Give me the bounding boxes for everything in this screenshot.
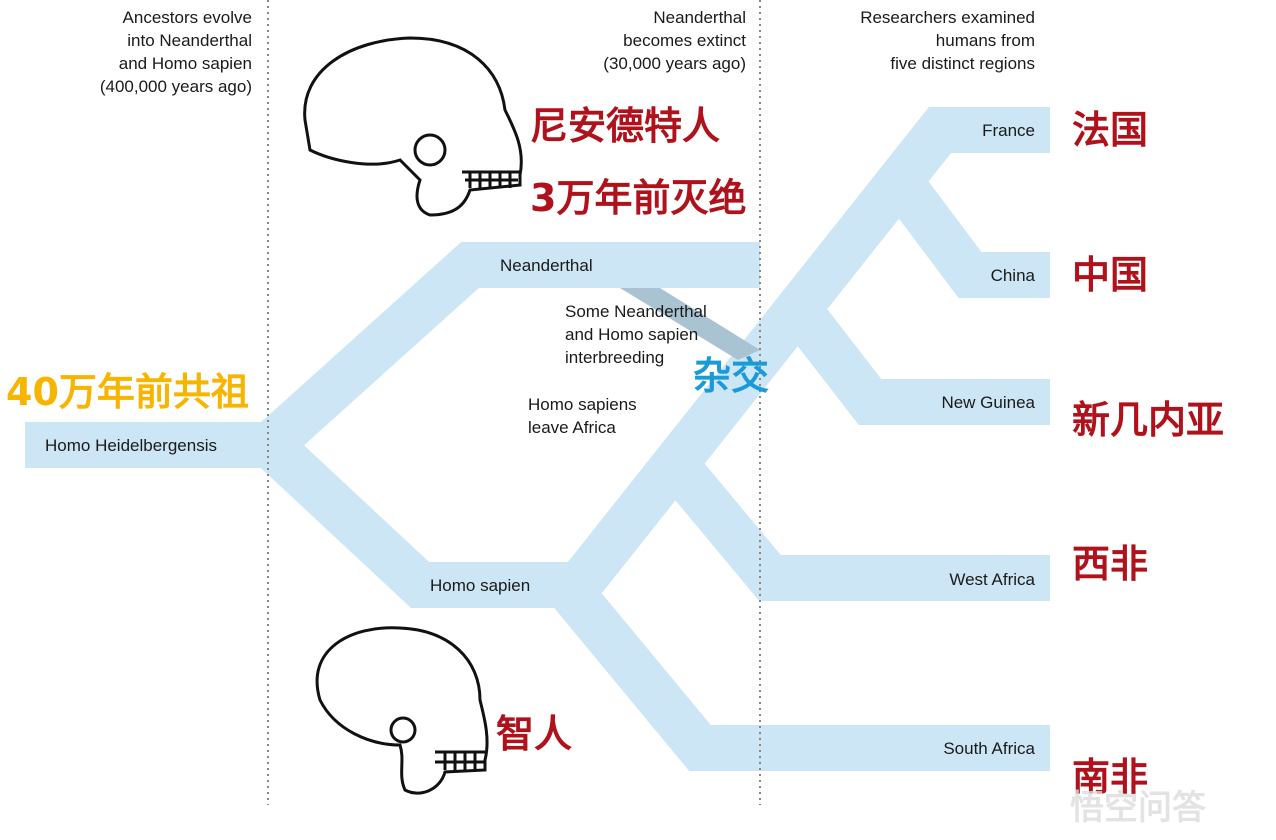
region-south-africa: South Africa [943, 739, 1035, 758]
label-interbreeding: Some Neanderthal and Homo sapien interbr… [565, 300, 707, 369]
label-heidelbergensis: Homo Heidelbergensis [45, 436, 217, 455]
sapiens-cn-label: 智人 [496, 712, 573, 756]
watermark-logo: 悟空问答 [1070, 788, 1206, 828]
common-ancestor-label: 40万年前共祖 [6, 370, 249, 414]
region-cn-china: 中国 [1072, 253, 1149, 297]
sapiens-skull-icon [315, 626, 489, 795]
header-line: into Neanderthal [127, 31, 252, 50]
region-cn-west-africa: 西非 [1072, 542, 1149, 586]
extinct-cn-label: 3万年前灭绝 [530, 176, 747, 220]
branch-west-africa [662, 455, 1050, 601]
header-researchers: Researchers examined humans from five di… [860, 6, 1035, 75]
header-line: five distinct regions [890, 54, 1035, 73]
region-china: China [990, 266, 1035, 285]
neanderthal-skull-icon [303, 36, 523, 217]
region-cn-new-guinea: 新几内亚 [1072, 398, 1225, 442]
header-line: Researchers examined [860, 8, 1035, 27]
label-line: Homo sapiens [528, 395, 637, 414]
label-sapien: Homo sapien [430, 576, 531, 595]
region-france: France [982, 121, 1035, 140]
header-extinct: Neanderthal becomes extinct (30,000 year… [603, 6, 746, 75]
label-line: Some Neanderthal [565, 302, 707, 321]
branch-south-africa [547, 570, 1050, 771]
label-line: leave Africa [528, 418, 616, 437]
hybrid-cn-label: 杂交 [693, 354, 770, 398]
branch-new-guinea [776, 290, 1050, 425]
header-line: humans from [935, 31, 1035, 50]
label-neanderthal: Neanderthal [500, 256, 593, 275]
header-line: (400,000 years ago) [99, 77, 252, 96]
branch-sapien [254, 428, 580, 608]
region-west-africa: West Africa [949, 570, 1035, 589]
header-line: Neanderthal [653, 8, 746, 27]
branch-france [556, 107, 1050, 605]
label-line: interbreeding [565, 348, 665, 367]
header-line: becomes extinct [623, 31, 746, 50]
branch-china [876, 161, 1050, 298]
header-line: (30,000 years ago) [603, 54, 746, 73]
region-new-guinea: New Guinea [941, 393, 1035, 412]
interbreeding-band [620, 288, 760, 360]
label-leave-africa: Homo sapiens leave Africa [528, 393, 637, 439]
header-line: and Homo sapien [118, 54, 252, 73]
header-line: Ancestors evolve [122, 8, 252, 27]
branch-neanderthal [254, 242, 760, 463]
neanderthal-cn-label: 尼安德特人 [530, 104, 721, 148]
region-cn-france: 法国 [1072, 108, 1149, 152]
header-ancestors: Ancestors evolve into Neanderthal and Ho… [100, 6, 252, 98]
label-line: and Homo sapien [565, 325, 699, 344]
region-cn-south-africa: 南非 [1072, 755, 1149, 799]
